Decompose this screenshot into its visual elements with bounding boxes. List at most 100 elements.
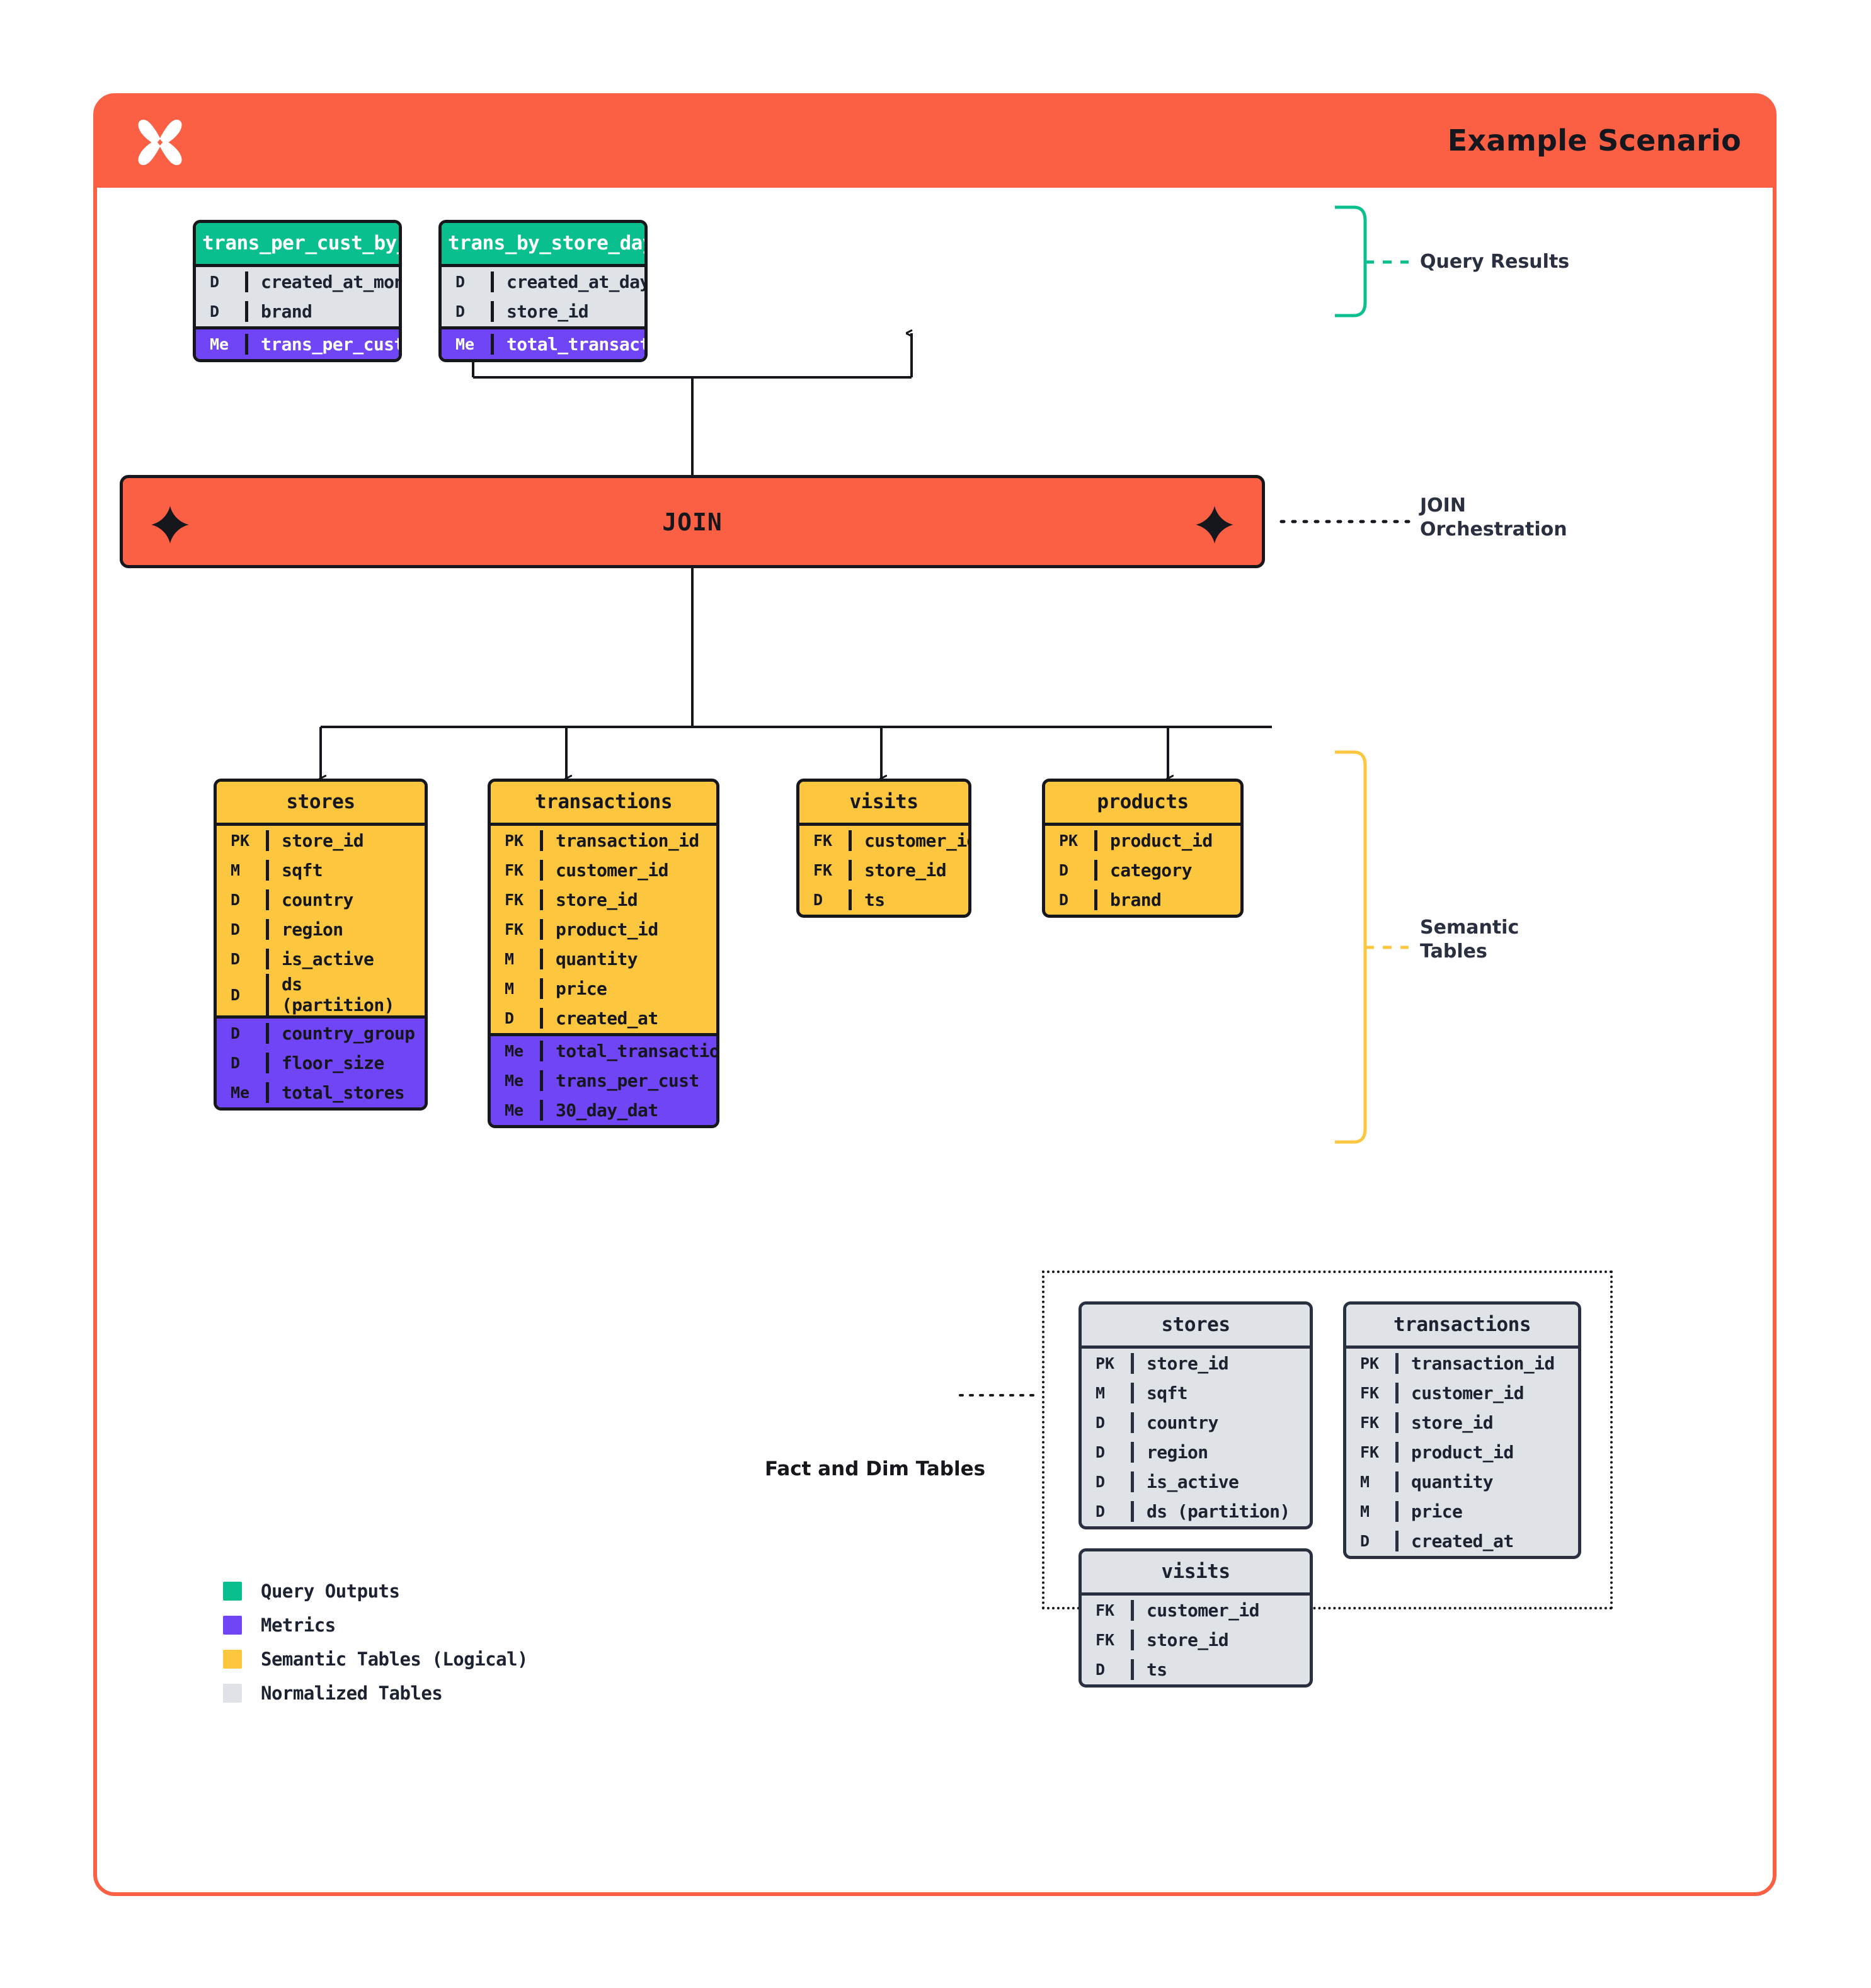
row-kind: D (1096, 1473, 1106, 1491)
row-kind: M (505, 980, 515, 998)
row-kind: D (231, 985, 241, 1004)
row-kind: PK (1059, 831, 1079, 850)
table-row: Me trans_per_cust (491, 1066, 716, 1095)
diagram-frame: Example Scenario (93, 93, 1777, 1896)
annotation-line: Tables (1420, 940, 1487, 963)
dimension-rows: D created_at_day D store_id (442, 264, 644, 326)
table-row: PK store_id (1082, 1349, 1310, 1378)
row-field: sqft (1131, 1383, 1310, 1403)
row-kind: Me (210, 335, 229, 353)
row-field: country (266, 889, 425, 910)
sparkle-icon (151, 506, 189, 544)
row-field: sqft (266, 860, 425, 881)
legend-item: Query Outputs (223, 1574, 528, 1608)
annotation-fact-dim-tables: Fact and Dim Tables (765, 1458, 986, 1480)
query-result-card-1[interactable]: trans_by_store_day D created_at_day D st… (438, 220, 648, 362)
row-field: ts (849, 889, 968, 910)
row-kind: M (1360, 1473, 1370, 1491)
annotation-query-results: Query Results (1420, 251, 1570, 273)
row-field: ts (1131, 1659, 1310, 1680)
row-kind: D (1096, 1660, 1106, 1679)
row-kind: FK (1096, 1601, 1115, 1620)
row-field: created_at (540, 1008, 716, 1029)
row-field: category (1094, 860, 1240, 881)
row-kind: FK (1096, 1631, 1115, 1649)
row-kind: PK (1096, 1354, 1115, 1373)
row-field: brand (245, 301, 399, 322)
row-field: ds (partition) (1131, 1501, 1310, 1522)
row-kind: FK (813, 861, 833, 879)
row-kind: FK (813, 831, 833, 850)
row-field: store_id (266, 830, 425, 851)
row-kind: FK (1360, 1384, 1380, 1402)
row-field: quantity (540, 949, 716, 969)
table-title: trans_by_store_day (442, 223, 644, 264)
query-result-card-0[interactable]: trans_per_cust_by_brand_month D created_… (193, 220, 402, 362)
row-kind: D (1096, 1502, 1106, 1521)
legend-label: Semantic Tables (Logical) (261, 1648, 529, 1670)
row-field: store_id (849, 860, 968, 881)
row-kind: D (210, 302, 220, 321)
row-kind: Me (505, 1101, 524, 1119)
row-kind: D (231, 1024, 241, 1043)
join-orchestration-bar[interactable]: JOIN (120, 475, 1265, 568)
row-kind: Me (505, 1071, 524, 1090)
row-kind: FK (505, 920, 524, 939)
annotation-semantic-tables: Semantic Tables (1420, 916, 1519, 963)
row-kind: M (1096, 1384, 1106, 1402)
row-kind: Me (455, 335, 475, 353)
dimension-rows: D created_at_month D brand (196, 264, 399, 326)
row-field: customer_id (1395, 1383, 1578, 1403)
row-field: customer_id (849, 830, 968, 851)
row-field: brand (1094, 889, 1240, 910)
row-kind: D (231, 920, 241, 939)
row-kind: Me (505, 1042, 524, 1060)
row-field: store_id (1131, 1353, 1310, 1374)
table-row: D store_id (442, 297, 644, 326)
row-kind: PK (1360, 1354, 1380, 1373)
sparkle-icon (1196, 506, 1233, 544)
row-field: trans_per_cust (540, 1070, 716, 1091)
row-kind: M (505, 950, 515, 968)
legend-swatch-semantic-tables (223, 1650, 242, 1669)
table-row: D created_at_day (442, 267, 644, 297)
legend-item: Normalized Tables (223, 1676, 528, 1710)
row-field: total_stores (266, 1082, 425, 1103)
row-field: store_id (1131, 1630, 1310, 1650)
row-kind: D (1096, 1414, 1106, 1432)
annotation-line: JOIN (1420, 494, 1466, 517)
row-field: total_transactions (491, 334, 644, 355)
row-kind: D (1059, 861, 1069, 879)
table-title: products (1045, 782, 1240, 823)
legend-item: Metrics (223, 1608, 528, 1642)
row-kind: Me (231, 1083, 250, 1102)
row-kind: D (1096, 1443, 1106, 1461)
row-field: trans_per_cust (245, 334, 399, 355)
